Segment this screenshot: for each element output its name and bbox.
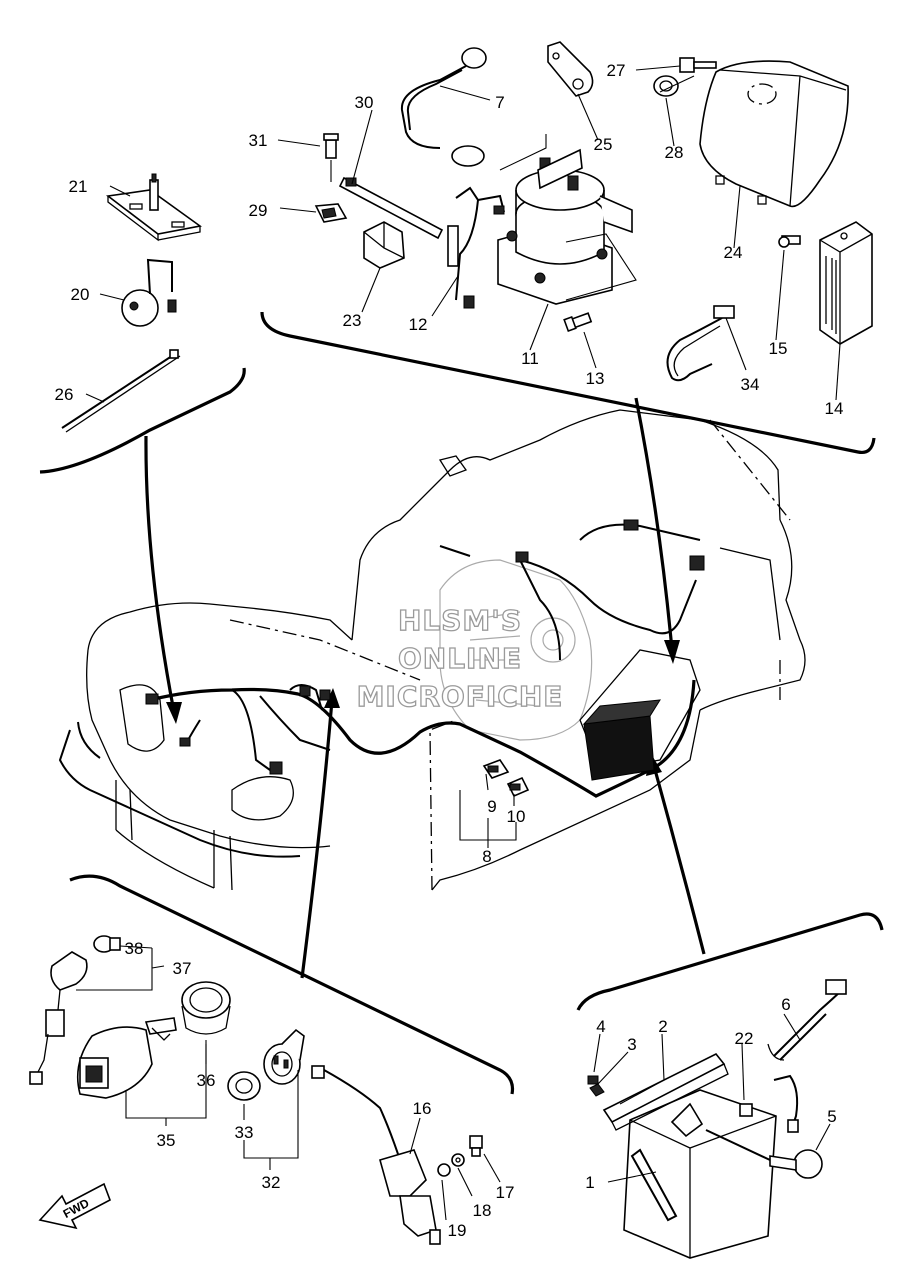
watermark-line-3: MICROFICHE — [357, 680, 564, 713]
callout-35: 35 — [157, 1131, 176, 1150]
part-2-band — [602, 1052, 729, 1131]
watermark-line-2: ONLINE — [398, 642, 522, 675]
part-30-band — [338, 176, 444, 240]
part-13-bolt — [563, 312, 593, 333]
part-18-washer — [451, 1153, 465, 1167]
callout-31: 31 — [249, 131, 268, 150]
part-4-bolt — [587, 1075, 599, 1085]
part-7-lead — [400, 47, 487, 167]
part-35-main-switch — [76, 1017, 177, 1099]
part-9-switch — [482, 759, 510, 779]
callout-38: 38 — [125, 939, 144, 958]
wire-harness — [145, 519, 705, 798]
callout-18: 18 — [473, 1201, 492, 1220]
callout-30: 30 — [355, 93, 374, 112]
part-36-cap — [181, 981, 231, 1035]
part-27-screw — [679, 57, 717, 73]
part-14-regulator — [819, 221, 873, 345]
part-24-cover — [699, 60, 849, 208]
part-21-bracket — [105, 173, 202, 242]
part-3-nut — [589, 1083, 605, 1097]
part-11-relay — [497, 134, 637, 305]
callout-12: 12 — [409, 315, 428, 334]
part-17-bolt — [469, 1135, 483, 1157]
section-dividers — [39, 311, 884, 1095]
callout-34: 34 — [741, 375, 760, 394]
watermark-line-1: HLSM'S — [398, 604, 522, 637]
callout-37: 37 — [173, 959, 192, 978]
battery-rod — [630, 1148, 678, 1222]
part-33-nut — [227, 1071, 261, 1101]
part-38-bulb — [93, 935, 121, 953]
part-31-bolt — [323, 133, 339, 182]
callout-19: 19 — [448, 1221, 467, 1240]
callout-10: 10 — [507, 807, 526, 826]
callout-20: 20 — [71, 285, 90, 304]
part-20-horn — [121, 258, 177, 327]
callout-1: 1 — [585, 1173, 594, 1192]
callout-6: 6 — [781, 995, 790, 1014]
callout-8: 8 — [482, 847, 491, 866]
callout-14: 14 — [825, 399, 844, 418]
part-15-bolt — [778, 235, 801, 248]
callout-13: 13 — [586, 369, 605, 388]
part-16-sensor — [311, 1065, 441, 1245]
part-23-cap — [363, 221, 405, 269]
part-29-clip — [314, 203, 348, 223]
callout-17: 17 — [496, 1183, 515, 1202]
callout-29: 29 — [249, 201, 268, 220]
part-37-socket — [29, 951, 88, 1085]
callout-22: 22 — [735, 1029, 754, 1048]
callout-21: 21 — [69, 177, 88, 196]
callout-23: 23 — [343, 311, 362, 330]
vehicle-frame — [58, 409, 806, 891]
part-10-switch — [506, 776, 530, 798]
part-28-grommet — [653, 75, 679, 97]
callout-9: 9 — [487, 797, 496, 816]
part-12-harness — [447, 186, 505, 309]
part-32-socket — [263, 1028, 305, 1085]
callout-24: 24 — [724, 243, 743, 262]
callout-5: 5 — [827, 1107, 836, 1126]
part-19-washer — [437, 1163, 451, 1177]
callout-33: 33 — [235, 1123, 254, 1142]
callout-7: 7 — [495, 93, 504, 112]
callout-36: 36 — [197, 1071, 216, 1090]
callout-11: 11 — [521, 349, 539, 368]
fwd-direction-arrow: FWD — [38, 1182, 111, 1230]
leader-lines — [76, 65, 841, 1221]
callout-3: 3 — [627, 1035, 636, 1054]
callout-28: 28 — [665, 143, 684, 162]
callout-2: 2 — [658, 1017, 667, 1036]
part-1-battery — [623, 1089, 777, 1259]
callout-16: 16 — [413, 1099, 432, 1118]
part-26-cable-tie — [61, 349, 181, 433]
part-6-lead — [767, 979, 847, 1061]
callout-25: 25 — [594, 135, 613, 154]
frame-battery — [579, 649, 701, 781]
callout-15: 15 — [769, 339, 788, 358]
part-25-bracket — [547, 41, 594, 97]
callout-27: 27 — [607, 61, 626, 80]
callout-4: 4 — [596, 1017, 605, 1036]
part-34-tie — [666, 305, 735, 382]
part-5-boot — [705, 1129, 823, 1179]
watermark: HLSM'S ONLINE MICROFICHE — [356, 603, 564, 713]
callout-26: 26 — [55, 385, 74, 404]
part-22-lead — [773, 1074, 799, 1133]
part-number-labels: 1 2 3 4 5 6 7 8 9 10 11 12 13 14 15 16 1… — [55, 61, 844, 1240]
callout-32: 32 — [262, 1173, 281, 1192]
